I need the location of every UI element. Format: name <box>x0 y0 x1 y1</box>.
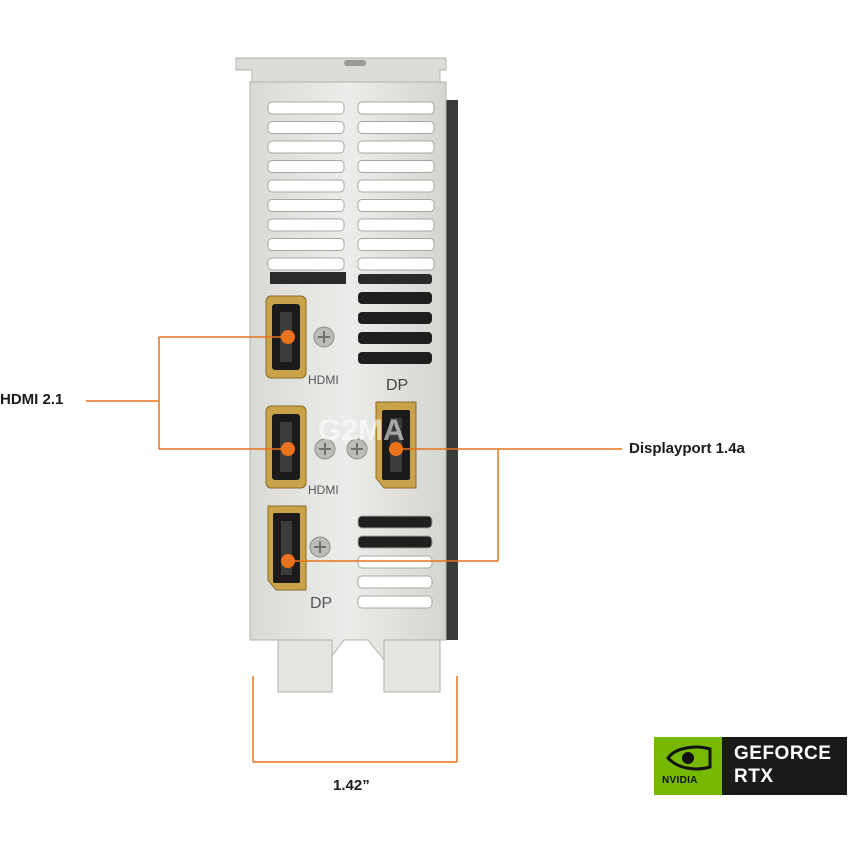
vent-slot <box>267 238 345 251</box>
hdmi-callout-label: HDMI 2.1 <box>0 391 64 408</box>
screw-icon <box>346 438 368 460</box>
vent-slot <box>357 218 435 232</box>
logo-brand: NVIDIA <box>662 775 698 786</box>
vent-slot <box>267 218 345 232</box>
vent-slot <box>357 575 433 589</box>
vent-slot <box>357 121 435 134</box>
logo-geforce: GEFORCE <box>734 743 832 764</box>
vent-slot <box>357 101 435 115</box>
bracket-top-tab <box>235 57 447 83</box>
bracket-leg-right <box>383 639 441 693</box>
port-label-hdmi-top: HDMI <box>308 373 339 387</box>
nvidia-eye-icon <box>666 745 712 771</box>
displayport-callout-label: Displayport 1.4a <box>629 440 745 457</box>
vent-slot <box>267 101 345 115</box>
vent-slot <box>267 121 345 134</box>
screw-icon <box>309 536 331 558</box>
port-label-dp-bottom: DP <box>310 595 332 612</box>
hdmi-callout-lines <box>86 336 288 450</box>
width-dimension-lines <box>252 676 458 763</box>
nvidia-geforce-rtx-logo: NVIDIA GEFORCE RTX <box>654 737 847 795</box>
vent-slot <box>267 199 345 212</box>
hdmi-mid-dot <box>281 442 295 456</box>
vent-slot <box>267 160 345 173</box>
port-label-dp-right: DP <box>386 377 408 394</box>
screw-icon <box>314 438 336 460</box>
bracket-leg-left <box>277 639 333 693</box>
vent-slots <box>267 101 435 609</box>
vent-slot <box>357 515 433 529</box>
vent-window-dark <box>270 272 346 284</box>
dp-right-dot <box>389 442 403 456</box>
vent-slot <box>357 140 435 154</box>
vent-slot <box>357 535 433 549</box>
vent-slot <box>358 292 432 304</box>
dp-bottom-dot <box>281 554 295 568</box>
hdmi-top-dot <box>281 330 295 344</box>
vent-slot <box>357 555 433 569</box>
logo-rtx: RTX <box>734 766 774 787</box>
dp-callout-lines <box>288 448 622 562</box>
vent-slot <box>267 140 345 154</box>
vent-slot <box>357 199 435 212</box>
vent-slot <box>267 179 345 193</box>
port-label-hdmi-mid: HDMI <box>308 483 339 497</box>
width-dimension-label: 1.42” <box>333 777 370 794</box>
vent-slot <box>358 352 432 364</box>
watermark: G2MA <box>318 414 405 447</box>
screw-icon <box>313 326 335 348</box>
vent-slot <box>357 257 435 271</box>
vent-slot <box>357 595 433 609</box>
vent-slot <box>267 257 345 271</box>
vent-slot <box>357 238 435 251</box>
vent-slot <box>358 312 432 324</box>
vent-slot <box>357 160 435 173</box>
dp-port-bottom <box>267 505 307 591</box>
vent-slot <box>357 179 435 193</box>
vent-slot <box>358 332 432 344</box>
